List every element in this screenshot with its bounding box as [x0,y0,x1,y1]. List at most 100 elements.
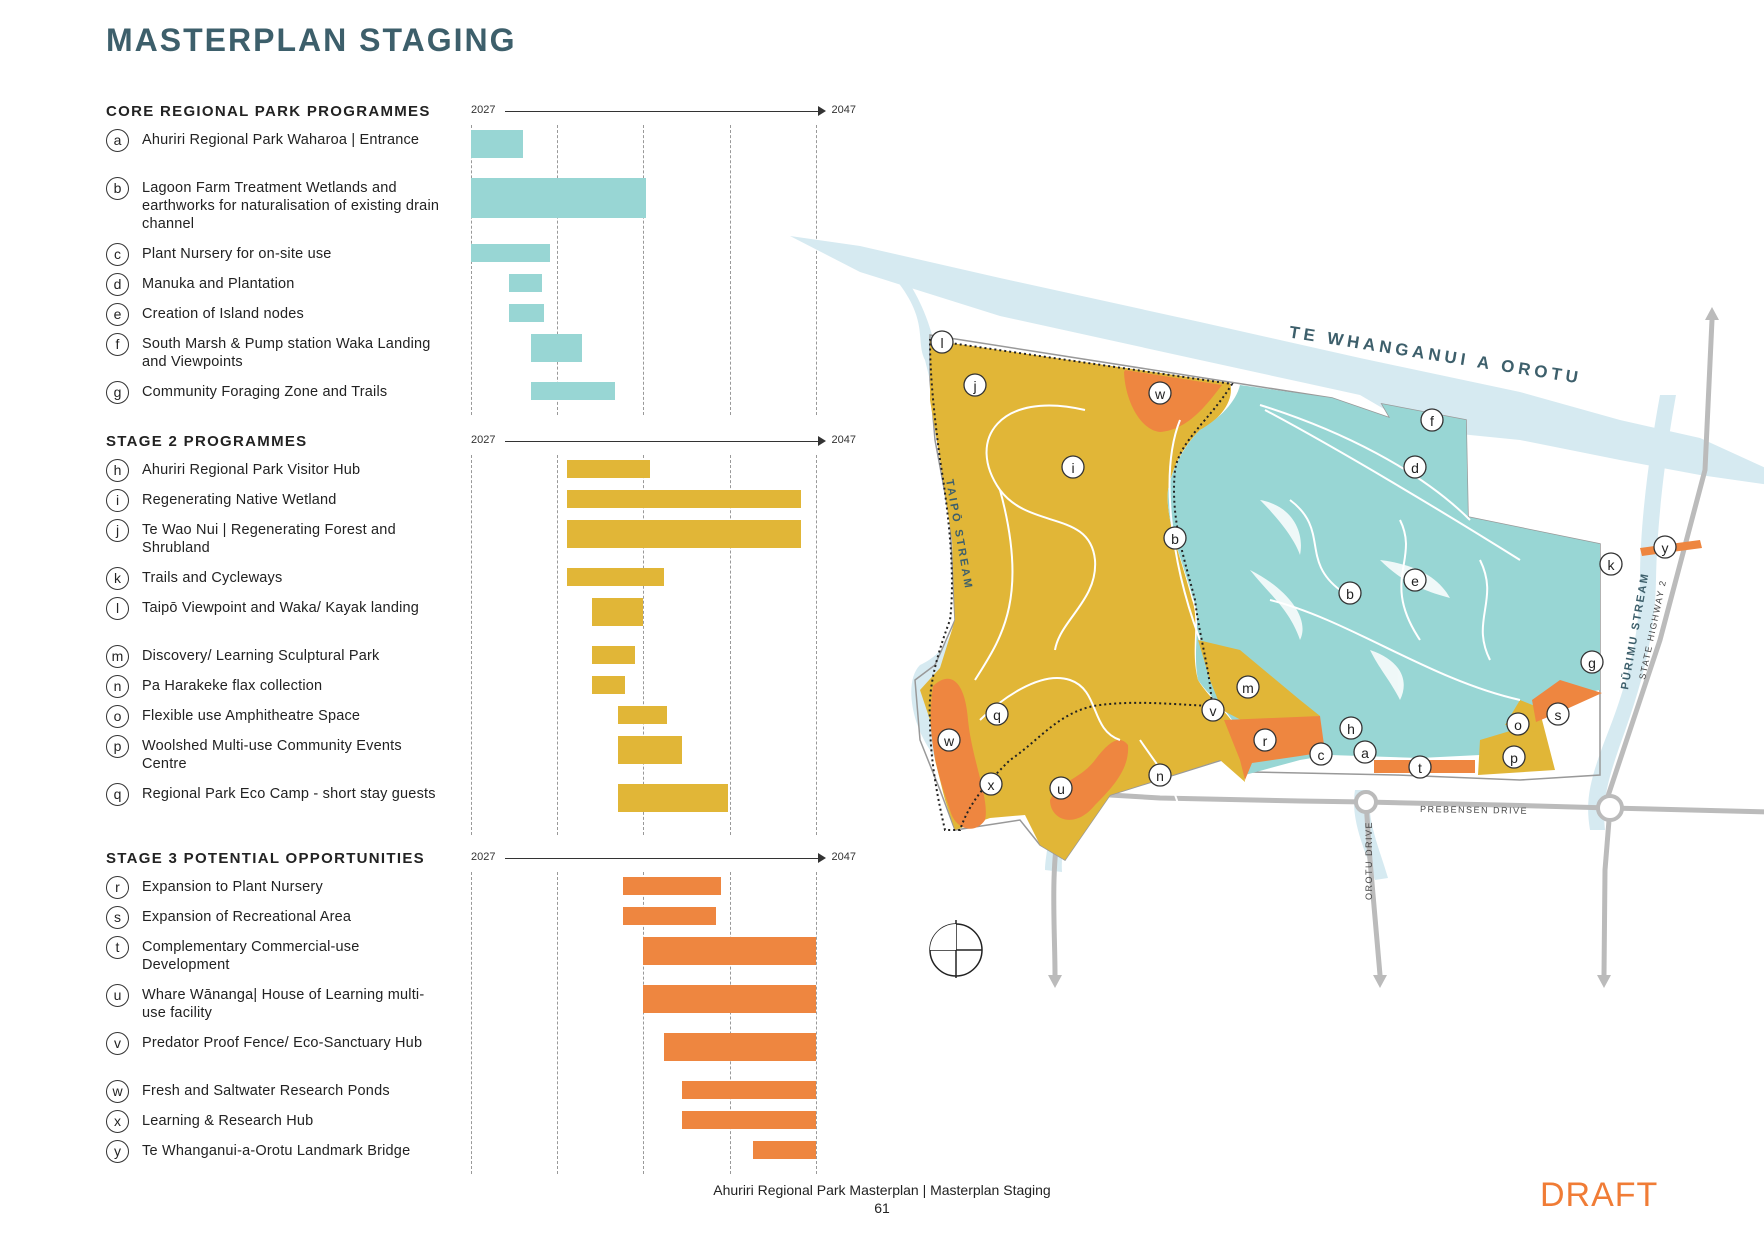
footer-title: Ahuriri Regional Park Masterplan | Maste… [713,1182,1051,1198]
item-label: Te Whanganui-a-Orotu Landmark Bridge [142,1143,411,1159]
programme-item: h Ahuriri Regional Park Visitor Hub [106,459,446,499]
item-letter-badge: j [106,519,129,542]
item-letter-badge: c [106,243,129,266]
draft-watermark: DRAFT [1540,1176,1659,1214]
timeline-bar [566,460,650,478]
item-letter-badge: m [106,645,129,668]
item-letter-badge: a [106,129,129,152]
u-zone [1050,740,1129,820]
programme-item: f South Marsh & Pump station Waka Landing… [106,333,446,373]
map-marker-letter: f [1430,413,1434,429]
map-marker-t: t [1408,755,1432,779]
item-label: Ahuriri Regional Park Waharoa | Entrance [142,132,420,148]
map-marker-w: w [937,728,961,752]
item-label: Taipō Viewpoint and Waka/ Kayak landing [142,600,420,616]
item-letter-badge: b [106,177,129,200]
axis-line [505,858,820,859]
item-label: Lagoon Farm Treatment Wetlands and earth… [142,180,440,232]
item-letter-badge: g [106,381,129,404]
r-zone [1224,716,1325,780]
timeline-bar [508,304,545,322]
timeline-gridline [816,125,817,415]
map-marker-b: b [1163,526,1187,550]
page-title: MASTERPLAN STAGING [106,22,517,58]
axis-end-label: 2047 [831,104,856,116]
programme-item: b Lagoon Farm Treatment Wetlands and eart… [106,177,446,232]
timeline-gridline [557,455,558,835]
map-marker-letter: p [1510,750,1518,766]
item-label: South Marsh & Pump station Waka Landing … [142,336,431,370]
map-marker-y: y [1653,535,1677,559]
map-marker-c: c [1309,742,1333,766]
item-letter-badge: t [106,936,129,959]
timeline-gridline [730,872,731,1174]
item-letter-badge: n [106,675,129,698]
page-number: 61 [874,1200,890,1216]
timeline-bar [663,1033,816,1061]
axis-line [505,111,820,112]
timeline-gridline [730,455,731,835]
map-marker-letter: n [1156,768,1164,784]
axis-end-label: 2047 [831,434,856,446]
axis-start-label: 2027 [471,851,496,863]
map-marker-letter: g [1588,655,1596,671]
item-letter-badge: h [106,459,129,482]
timeline-bar [642,985,816,1013]
timeline-gridline [816,872,817,1174]
north-arrow-icon [929,920,983,978]
item-letter-badge: o [106,705,129,728]
map-marker-letter: q [993,707,1001,723]
map-marker-letter: m [1242,680,1254,696]
section-title: STAGE 2 PROGRAMMES [106,433,308,450]
item-letter-badge: y [106,1140,129,1163]
timeline-bar [642,937,816,965]
item-label: Fresh and Saltwater Research Ponds [142,1083,390,1099]
map-marker-letter: u [1057,781,1065,797]
timeline-gridline [816,455,817,835]
item-letter-badge: d [106,273,129,296]
item-label: Plant Nursery for on-site use [142,246,332,262]
item-label: Pa Harakeke flax collection [142,678,323,694]
item-letter-badge: v [106,1032,129,1055]
w-pond-west [930,678,986,829]
timeline-bar [471,178,647,218]
item-letter-badge: f [106,333,129,356]
map-marker-r: r [1253,728,1277,752]
map-marker-letter: t [1418,760,1422,776]
axis-start-label: 2027 [471,104,496,116]
map-marker-k: k [1599,552,1623,576]
item-letter-badge: i [106,489,129,512]
item-label: Expansion to Plant Nursery [142,879,323,895]
map-marker-m: m [1236,675,1260,699]
timeline-gridline [471,125,472,415]
map-marker-v: v [1201,698,1225,722]
map-marker-letter: s [1555,707,1562,723]
map-marker-letter: c [1318,747,1325,763]
map-marker-letter: b [1346,586,1354,602]
core-land [1167,385,1600,775]
map-marker-letter: y [1662,540,1669,556]
item-label: Predator Proof Fence/ Eco-Sanctuary Hub [142,1035,423,1051]
lagoon-water [790,236,1764,485]
item-label: Ahuriri Regional Park Visitor Hub [142,462,361,478]
programme-item: y Te Whanganui-a-Orotu Landmark Bridge [106,1140,446,1180]
timeline-bar [566,568,664,586]
map-marker-h: h [1339,716,1363,740]
orotu-drive-label: OROTU DRIVE [1364,821,1374,900]
timeline-bar [531,334,583,362]
item-label: Trails and Cycleways [142,570,283,586]
item-letter-badge: l [106,597,129,620]
map-marker-letter: h [1347,721,1355,737]
map-marker-letter: v [1210,703,1217,719]
